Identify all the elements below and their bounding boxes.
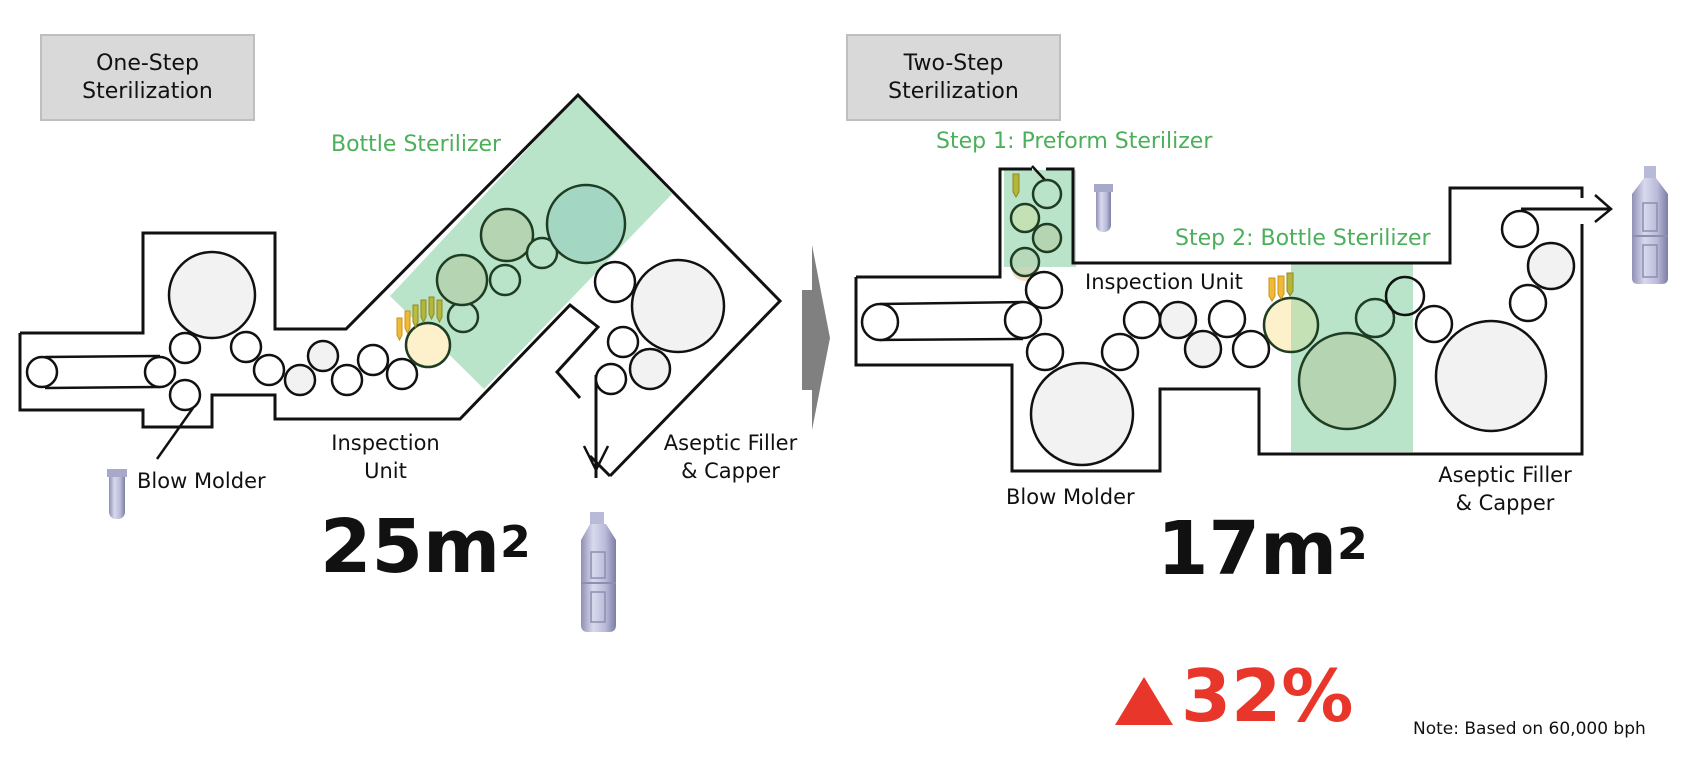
right-arrow-icon [802, 245, 830, 430]
inspection-unit-label-2: Inspection Unit [1085, 270, 1243, 294]
aseptic-filler-label: Aseptic Filler & Capper [653, 429, 808, 485]
one-step-title-line1: One-Step [96, 50, 199, 76]
machine-outline [20, 92, 783, 478]
one-step-layout [18, 92, 783, 632]
two-step-title-line1: Two-Step [903, 50, 1004, 76]
triangle-up-icon [1115, 677, 1173, 725]
inspection-unit-label: Inspection Unit [318, 429, 453, 485]
preform-icon [107, 469, 127, 519]
aseptic-filler-label-2: Aseptic Filler & Capper [1420, 461, 1590, 517]
reduction-value: 32% [1181, 654, 1354, 738]
two-step-area: 17m2 [1157, 512, 1368, 586]
bottle-icon-2 [1632, 166, 1668, 284]
filler-label-2-line2: & Capper [1455, 491, 1555, 515]
two-step-area-exponent: 2 [1337, 519, 1368, 570]
filler-label-line1: Aseptic Filler [663, 431, 798, 455]
two-step-title-line2: Sterilization [888, 78, 1019, 104]
one-step-title-box: One-Step Sterilization [40, 34, 255, 121]
bottle-sterilizer-label: Bottle Sterilizer [331, 132, 502, 157]
step1-preform-sterilizer-label: Step 1: Preform Sterilizer [936, 129, 1213, 154]
inspection-nozzles-icon [396, 296, 443, 342]
blow-molder-label-2: Blow Molder [1006, 485, 1135, 509]
inspection-label-line2: Unit [364, 459, 407, 483]
inspection-label-line1: Inspection [331, 431, 440, 455]
reduction-badge: 32% [1115, 660, 1353, 732]
footnote: Note: Based on 60,000 bph [1413, 719, 1646, 739]
one-step-title-line2: Sterilization [82, 78, 213, 104]
blow-molder-label: Blow Molder [137, 469, 266, 493]
two-step-title-box: Two-Step Sterilization [846, 34, 1061, 121]
two-step-area-value: 17m [1157, 506, 1338, 592]
one-step-area: 25m2 [320, 510, 531, 584]
one-step-area-value: 25m [320, 504, 501, 590]
two-step-layout [854, 165, 1668, 473]
one-step-area-exponent: 2 [500, 517, 531, 568]
filler-label-2-line1: Aseptic Filler [1438, 463, 1572, 487]
inspection-nozzles-icon-2 [1268, 272, 1294, 302]
preform-icon-2 [1094, 184, 1113, 232]
filler-label-line2: & Capper [681, 459, 780, 483]
bottle-icon [581, 512, 616, 632]
step2-bottle-sterilizer-label: Step 2: Bottle Sterilizer [1175, 226, 1431, 251]
